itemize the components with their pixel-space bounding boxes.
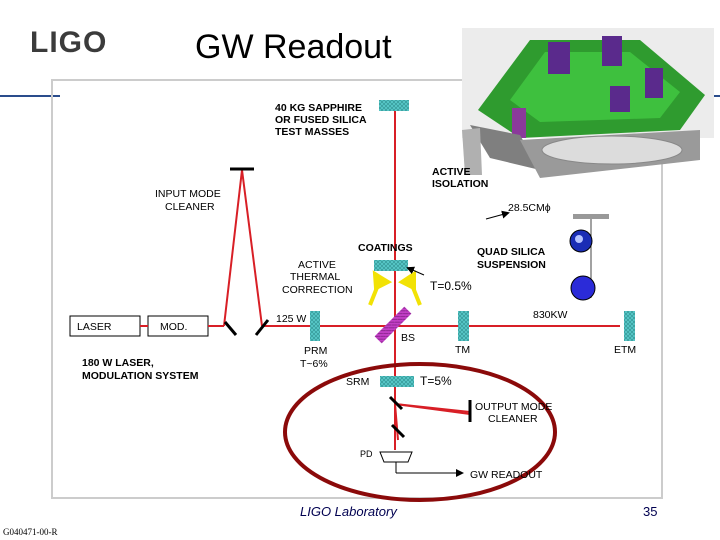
vacuum-enclosure [51,79,663,499]
isolation-platform-image [462,28,714,178]
etm-top-optic [379,100,409,111]
imc-label-1: INPUT MODE [155,188,221,200]
thermal-correction-label-1: ACTIVE [298,259,336,271]
quad-suspension-label-2: SUSPENSION [477,259,546,271]
laser-system-label-1: 180 W LASER, [82,357,154,369]
quad-suspension-image [569,214,609,301]
bs-label: BS [401,332,415,344]
coatings-label: COATINGS [358,242,413,254]
diameter-arrow [485,210,510,220]
omc-mirror-c [390,423,406,439]
thermal-arrows [368,270,422,306]
etm-label: ETM [614,344,636,356]
prm-optic [310,311,320,341]
active-isolation-label-1: ACTIVE [432,166,471,178]
footer-lab-name: LIGO Laboratory [300,504,397,519]
diameter-label: 28.5CMϕ [508,202,551,214]
srm-optic [380,376,414,387]
ligo-logo: LIGO [30,26,108,59]
test-masses-label-1: 40 KG SAPPHIRE [275,102,362,114]
readout-highlight-ellipse [283,362,557,502]
quad-suspension-label-1: QUAD SILICA [477,246,546,258]
active-isolation-label-2: ISOLATION [432,178,488,190]
photodiode [379,451,413,463]
laser-label: LASER [77,321,112,333]
imc-mirror-right [254,319,270,336]
srm-label: SRM [346,376,369,388]
t-arrow [406,266,425,276]
imc-mirror-left [223,321,238,336]
pd-label: PD [360,449,373,459]
power-125-label: 125 W [276,313,306,325]
etm-optic [624,311,635,341]
prm-label-2: T~6% [300,358,328,370]
prm-label-1: PRM [304,345,327,357]
document-id: G040471-00-R [3,527,58,537]
test-masses-label-2: OR FUSED SILICA [275,114,367,126]
gw-readout-label: GW READOUT [470,469,543,481]
itm-label: TM [455,344,470,356]
thermal-correction-label-3: CORRECTION [282,284,353,296]
thermal-correction-label-2: THERMAL [290,271,340,283]
omc-label-1: OUTPUT MODE [475,401,552,413]
srm-transmission-label: T=5% [420,374,452,388]
slide-number: 35 [643,504,658,519]
omc-label-2: CLEANER [488,413,538,425]
power-830-label: 830KW [533,309,568,321]
beam-splitter [374,306,412,344]
mod-label: MOD. [160,321,187,333]
imc-label-2: CLEANER [165,201,215,213]
itm-top-optic [374,260,408,271]
itm-optic [458,311,469,341]
laser-system-label-2: MODULATION SYSTEM [82,370,199,382]
omc-mirror-a [388,395,404,411]
test-masses-label-3: TEST MASSES [275,126,349,138]
slide-title: GW Readout [195,28,392,66]
itm-transmission-label: T=0.5% [430,279,472,293]
